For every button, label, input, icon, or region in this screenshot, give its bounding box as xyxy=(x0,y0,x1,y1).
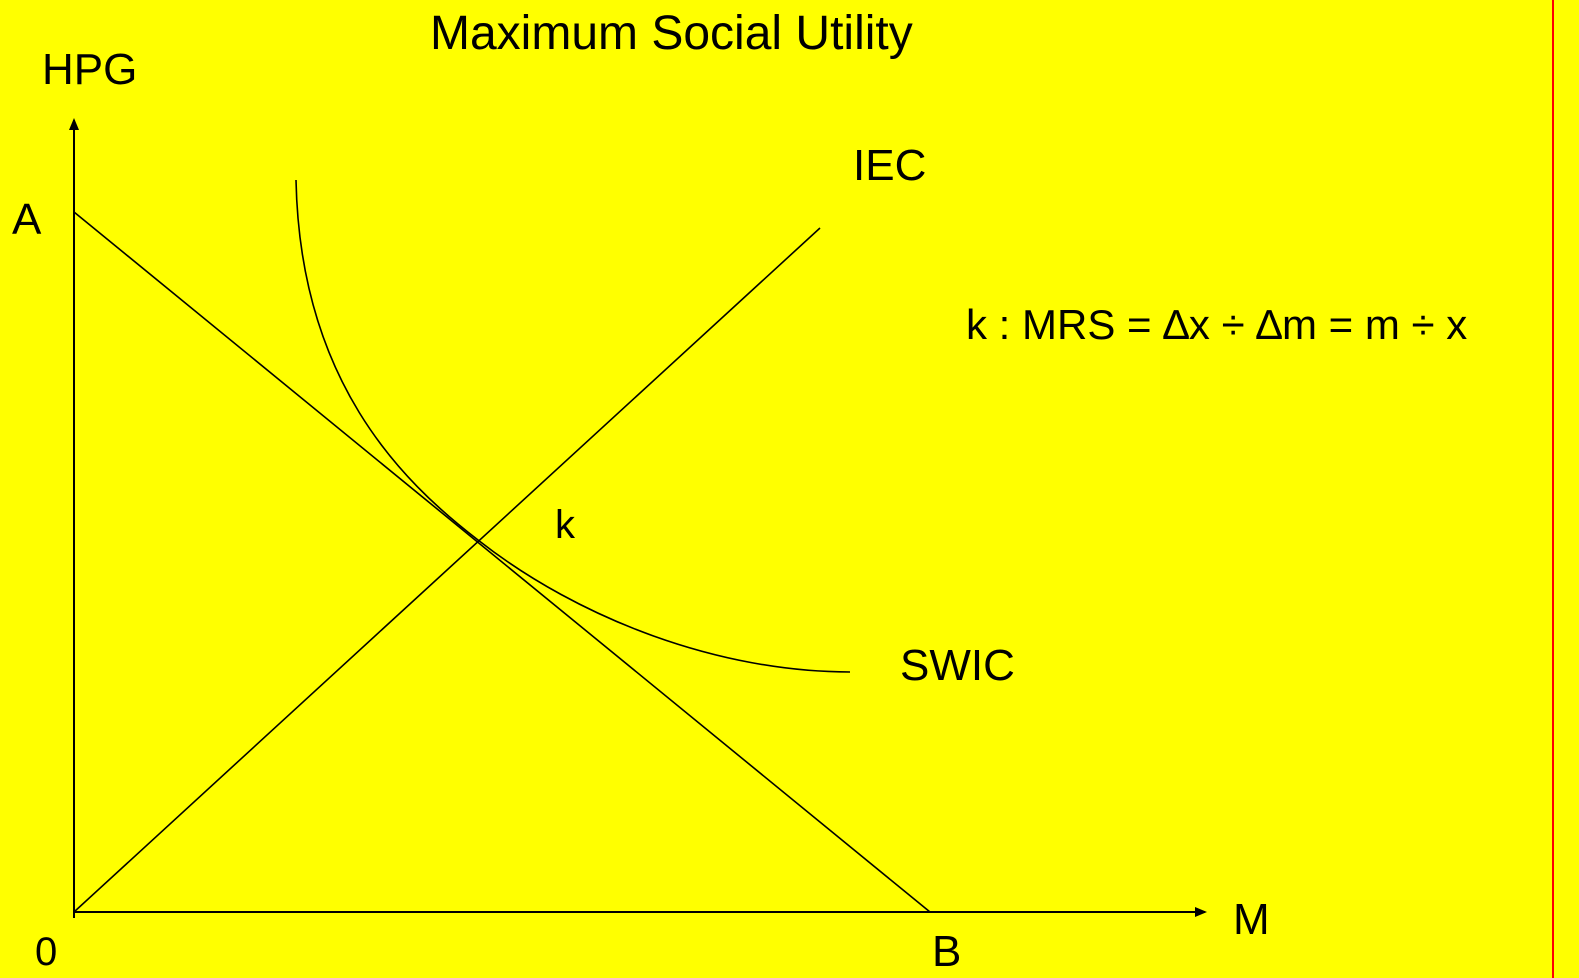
point-b-label: B xyxy=(932,927,962,976)
origin-label: 0 xyxy=(35,930,58,974)
x-axis-label: M xyxy=(1233,895,1270,944)
point-k-label: k xyxy=(555,503,575,547)
swic-label: SWIC xyxy=(900,641,1015,690)
page-title: Maximum Social Utility xyxy=(430,7,913,60)
y-axis-label: HPG xyxy=(42,45,138,94)
point-a-label: A xyxy=(12,195,42,244)
iec-label: IEC xyxy=(853,141,927,190)
iec-line xyxy=(73,227,821,913)
budget-line-ab xyxy=(73,211,931,913)
swic-curve xyxy=(295,179,851,673)
mrs-formula: k : MRS = ∆x ÷ ∆m = m ÷ x xyxy=(966,301,1468,348)
